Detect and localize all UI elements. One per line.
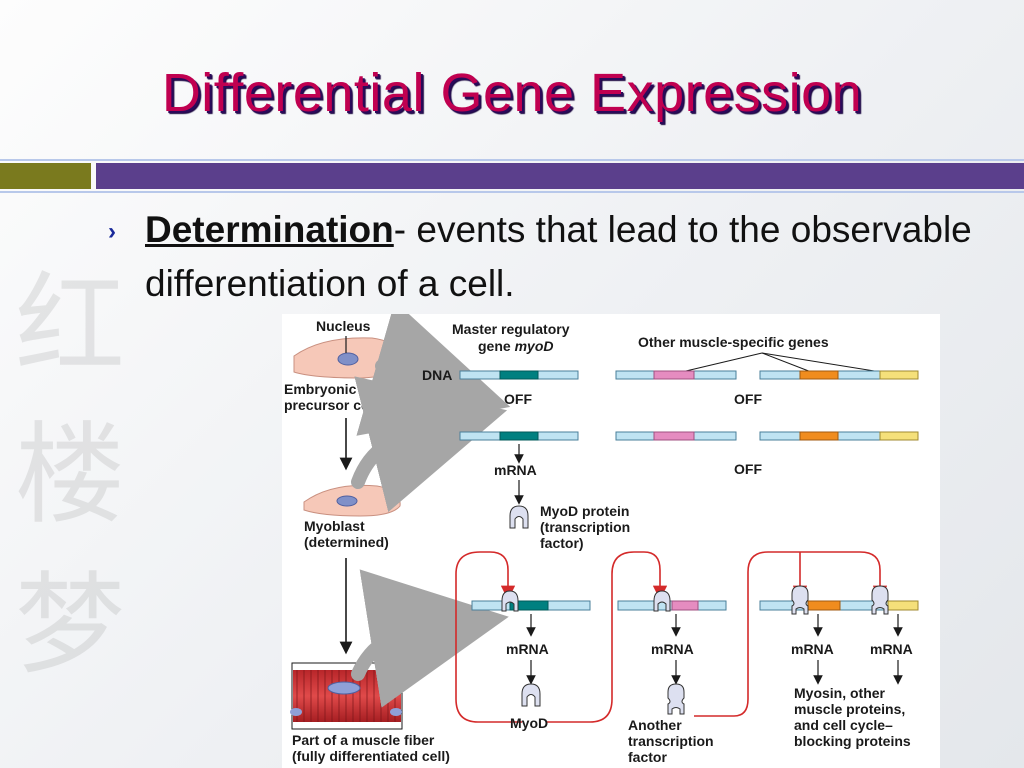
label-myoblast-1: Myoblast xyxy=(304,518,365,534)
label-nucleus: Nucleus xyxy=(316,318,371,334)
label-myosin-2: muscle proteins, xyxy=(794,701,905,717)
label-other-genes: Other muscle-specific genes xyxy=(638,334,829,350)
label-myoblast-2: (determined) xyxy=(304,534,389,550)
myod-protein-shape xyxy=(509,505,529,529)
red-loop-myod xyxy=(455,551,522,723)
bullet-chevron-icon: › xyxy=(108,218,116,245)
label-myosin-1: Myosin, other xyxy=(794,685,886,701)
label-myosin-4: blocking proteins xyxy=(794,733,911,749)
divider-line-top xyxy=(0,159,1024,161)
dna-row-2 xyxy=(459,431,919,441)
label-fiber-1: Part of a muscle fiber xyxy=(292,732,435,748)
label-master-2: gene myoD xyxy=(478,338,553,354)
bound-myod-1 xyxy=(501,590,519,612)
label-another-3: factor xyxy=(628,749,667,765)
bound-myod-2 xyxy=(653,590,671,612)
label-myod-protein-1: MyoD protein xyxy=(540,503,629,519)
another-factor-shape xyxy=(667,683,685,715)
label-another-1: Another xyxy=(628,717,682,733)
label-myosin-3: and cell cycle– xyxy=(794,717,893,733)
dna-row-1 xyxy=(459,370,919,380)
label-off-2: OFF xyxy=(734,391,762,407)
label-mrna-3: mRNA xyxy=(651,641,694,657)
myod-product-shape xyxy=(521,683,541,707)
dna-row-3 xyxy=(471,600,919,611)
label-mrna-4: mRNA xyxy=(791,641,834,657)
gene-expression-diagram: Nucleus Embryonic precursor cell Myoblas… xyxy=(282,314,940,768)
label-mrna-2: mRNA xyxy=(506,641,549,657)
label-mrna-1: mRNA xyxy=(494,462,537,478)
label-myod-protein-2: (transcription xyxy=(540,519,630,535)
bound-factor-2 xyxy=(871,585,889,615)
red-loop-final xyxy=(694,551,888,717)
label-myod: MyoD xyxy=(510,715,548,731)
label-master-1: Master regulatory xyxy=(452,321,570,337)
bullet-text: Determination- events that lead to the o… xyxy=(145,203,1005,311)
accent-bar-green xyxy=(0,163,91,189)
divider-line-bottom xyxy=(0,191,1024,193)
label-fiber-2: (fully differentiated cell) xyxy=(292,748,450,764)
gray-arrow-2 xyxy=(351,376,508,513)
label-off-3: OFF xyxy=(734,461,762,477)
accent-bar-purple xyxy=(96,163,1024,189)
bound-factor-1 xyxy=(791,585,809,615)
bullet-definition: - events that lead to the observable dif… xyxy=(145,209,972,304)
label-another-2: transcription xyxy=(628,733,714,749)
label-mrna-5: mRNA xyxy=(870,641,913,657)
label-myod-protein-3: factor) xyxy=(540,535,584,551)
gray-arrow-3 xyxy=(351,569,509,708)
label-embryonic-2: precursor cell xyxy=(284,397,377,413)
muscle-fiber xyxy=(290,662,403,730)
red-loop-another xyxy=(546,551,668,723)
label-off-1: OFF xyxy=(504,391,532,407)
bullet-term: Determination xyxy=(145,209,394,250)
label-dna: DNA xyxy=(422,367,452,383)
slide-title: Differential Gene Expression xyxy=(161,63,863,123)
background-calligraphy: 红楼梦 xyxy=(15,261,125,689)
label-embryonic-1: Embryonic xyxy=(284,381,357,397)
